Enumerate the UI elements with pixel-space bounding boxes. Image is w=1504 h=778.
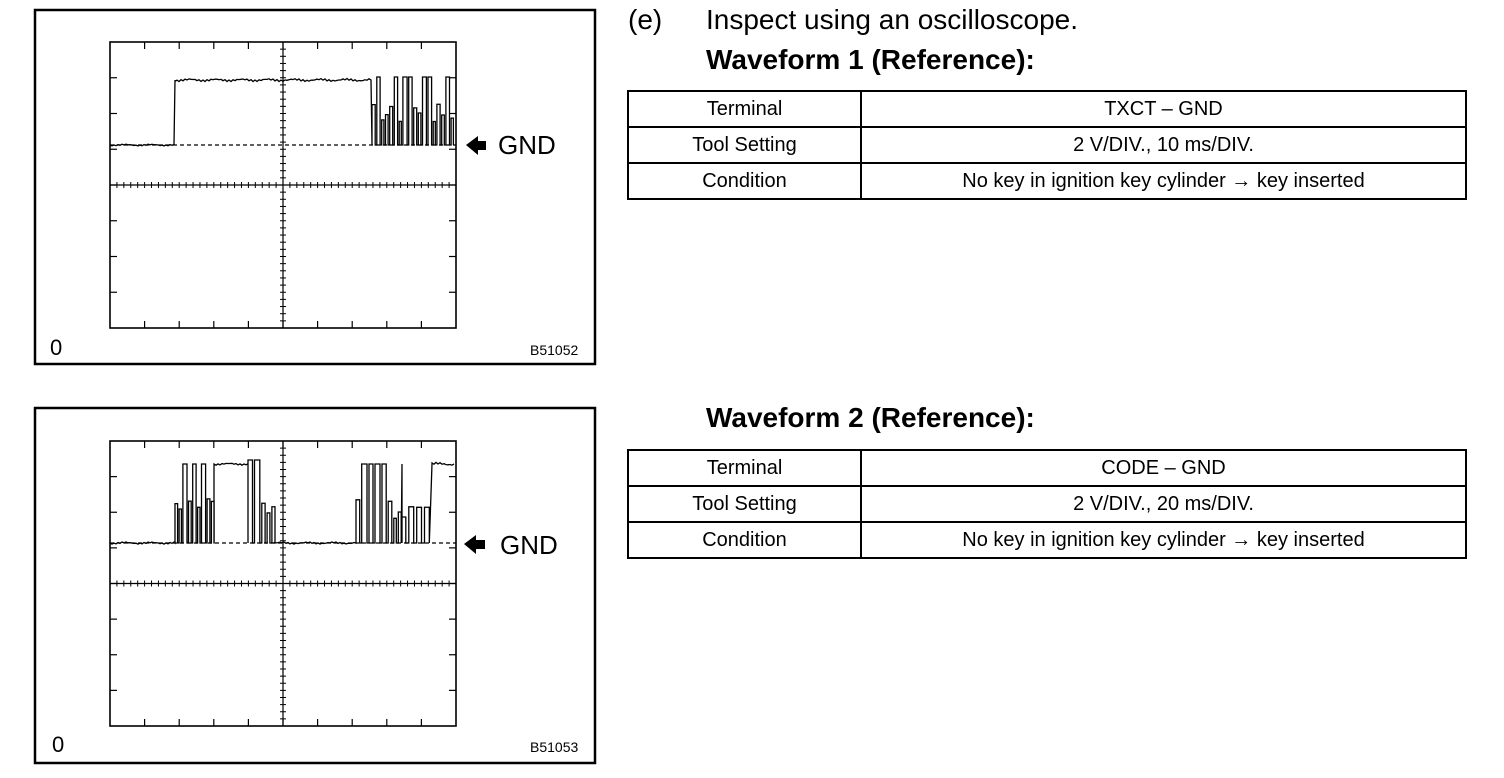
row-label: Terminal	[627, 90, 862, 128]
gnd-label: GND	[500, 530, 558, 560]
row-label: Tool Setting	[627, 126, 862, 164]
row-value: CODE – GND	[860, 449, 1467, 487]
waveform-1-figure: GND 0 B51052	[33, 8, 597, 366]
table-row: Tool Setting 2 V/DIV., 20 ms/DIV.	[627, 485, 1467, 523]
row-value: No key in ignition key cylinder → key in…	[860, 162, 1467, 200]
row-value: TXCT – GND	[860, 90, 1467, 128]
figure-code: B51053	[530, 739, 578, 755]
figure-code: B51052	[530, 342, 578, 358]
oscilloscope-2: GND 0 B51053	[33, 406, 597, 765]
waveform-1-heading: Waveform 1 (Reference):	[706, 44, 1035, 75]
figure-frame	[33, 8, 597, 366]
waveform-trace	[109, 76, 455, 147]
row-label: Tool Setting	[627, 485, 862, 523]
step-text: Inspect using an oscilloscope.	[706, 4, 1078, 35]
waveform-trace	[109, 459, 455, 545]
step-letter: (e)	[628, 4, 663, 35]
waveform-2-figure: GND 0 B51053	[33, 406, 597, 765]
figure-frame	[33, 406, 597, 765]
row-label: Condition	[627, 162, 862, 200]
waveform-2-table: Terminal CODE – GND Tool Setting 2 V/DIV…	[627, 449, 1467, 559]
waveform-1-table: Terminal TXCT – GND Tool Setting 2 V/DIV…	[627, 90, 1467, 200]
row-label: Condition	[627, 521, 862, 559]
oscilloscope-screen	[109, 440, 457, 727]
oscilloscope-screen	[109, 41, 457, 329]
oscilloscope-1: GND 0 B51052	[33, 8, 597, 366]
row-value: 2 V/DIV., 20 ms/DIV.	[860, 485, 1467, 523]
table-row: Tool Setting 2 V/DIV., 10 ms/DIV.	[627, 126, 1467, 164]
gnd-label: GND	[498, 130, 556, 160]
row-value: 2 V/DIV., 10 ms/DIV.	[860, 126, 1467, 164]
row-label: Terminal	[627, 449, 862, 487]
waveform-2-heading: Waveform 2 (Reference):	[706, 402, 1035, 433]
zero-label: 0	[50, 335, 62, 360]
row-value: No key in ignition key cylinder → key in…	[860, 521, 1467, 559]
left-arrow-icon	[466, 136, 486, 155]
zero-label: 0	[52, 732, 64, 757]
table-row: Condition No key in ignition key cylinde…	[627, 162, 1467, 200]
table-row: Condition No key in ignition key cylinde…	[627, 521, 1467, 559]
left-arrow-icon	[464, 535, 485, 554]
table-row: Terminal TXCT – GND	[627, 90, 1467, 128]
table-row: Terminal CODE – GND	[627, 449, 1467, 487]
